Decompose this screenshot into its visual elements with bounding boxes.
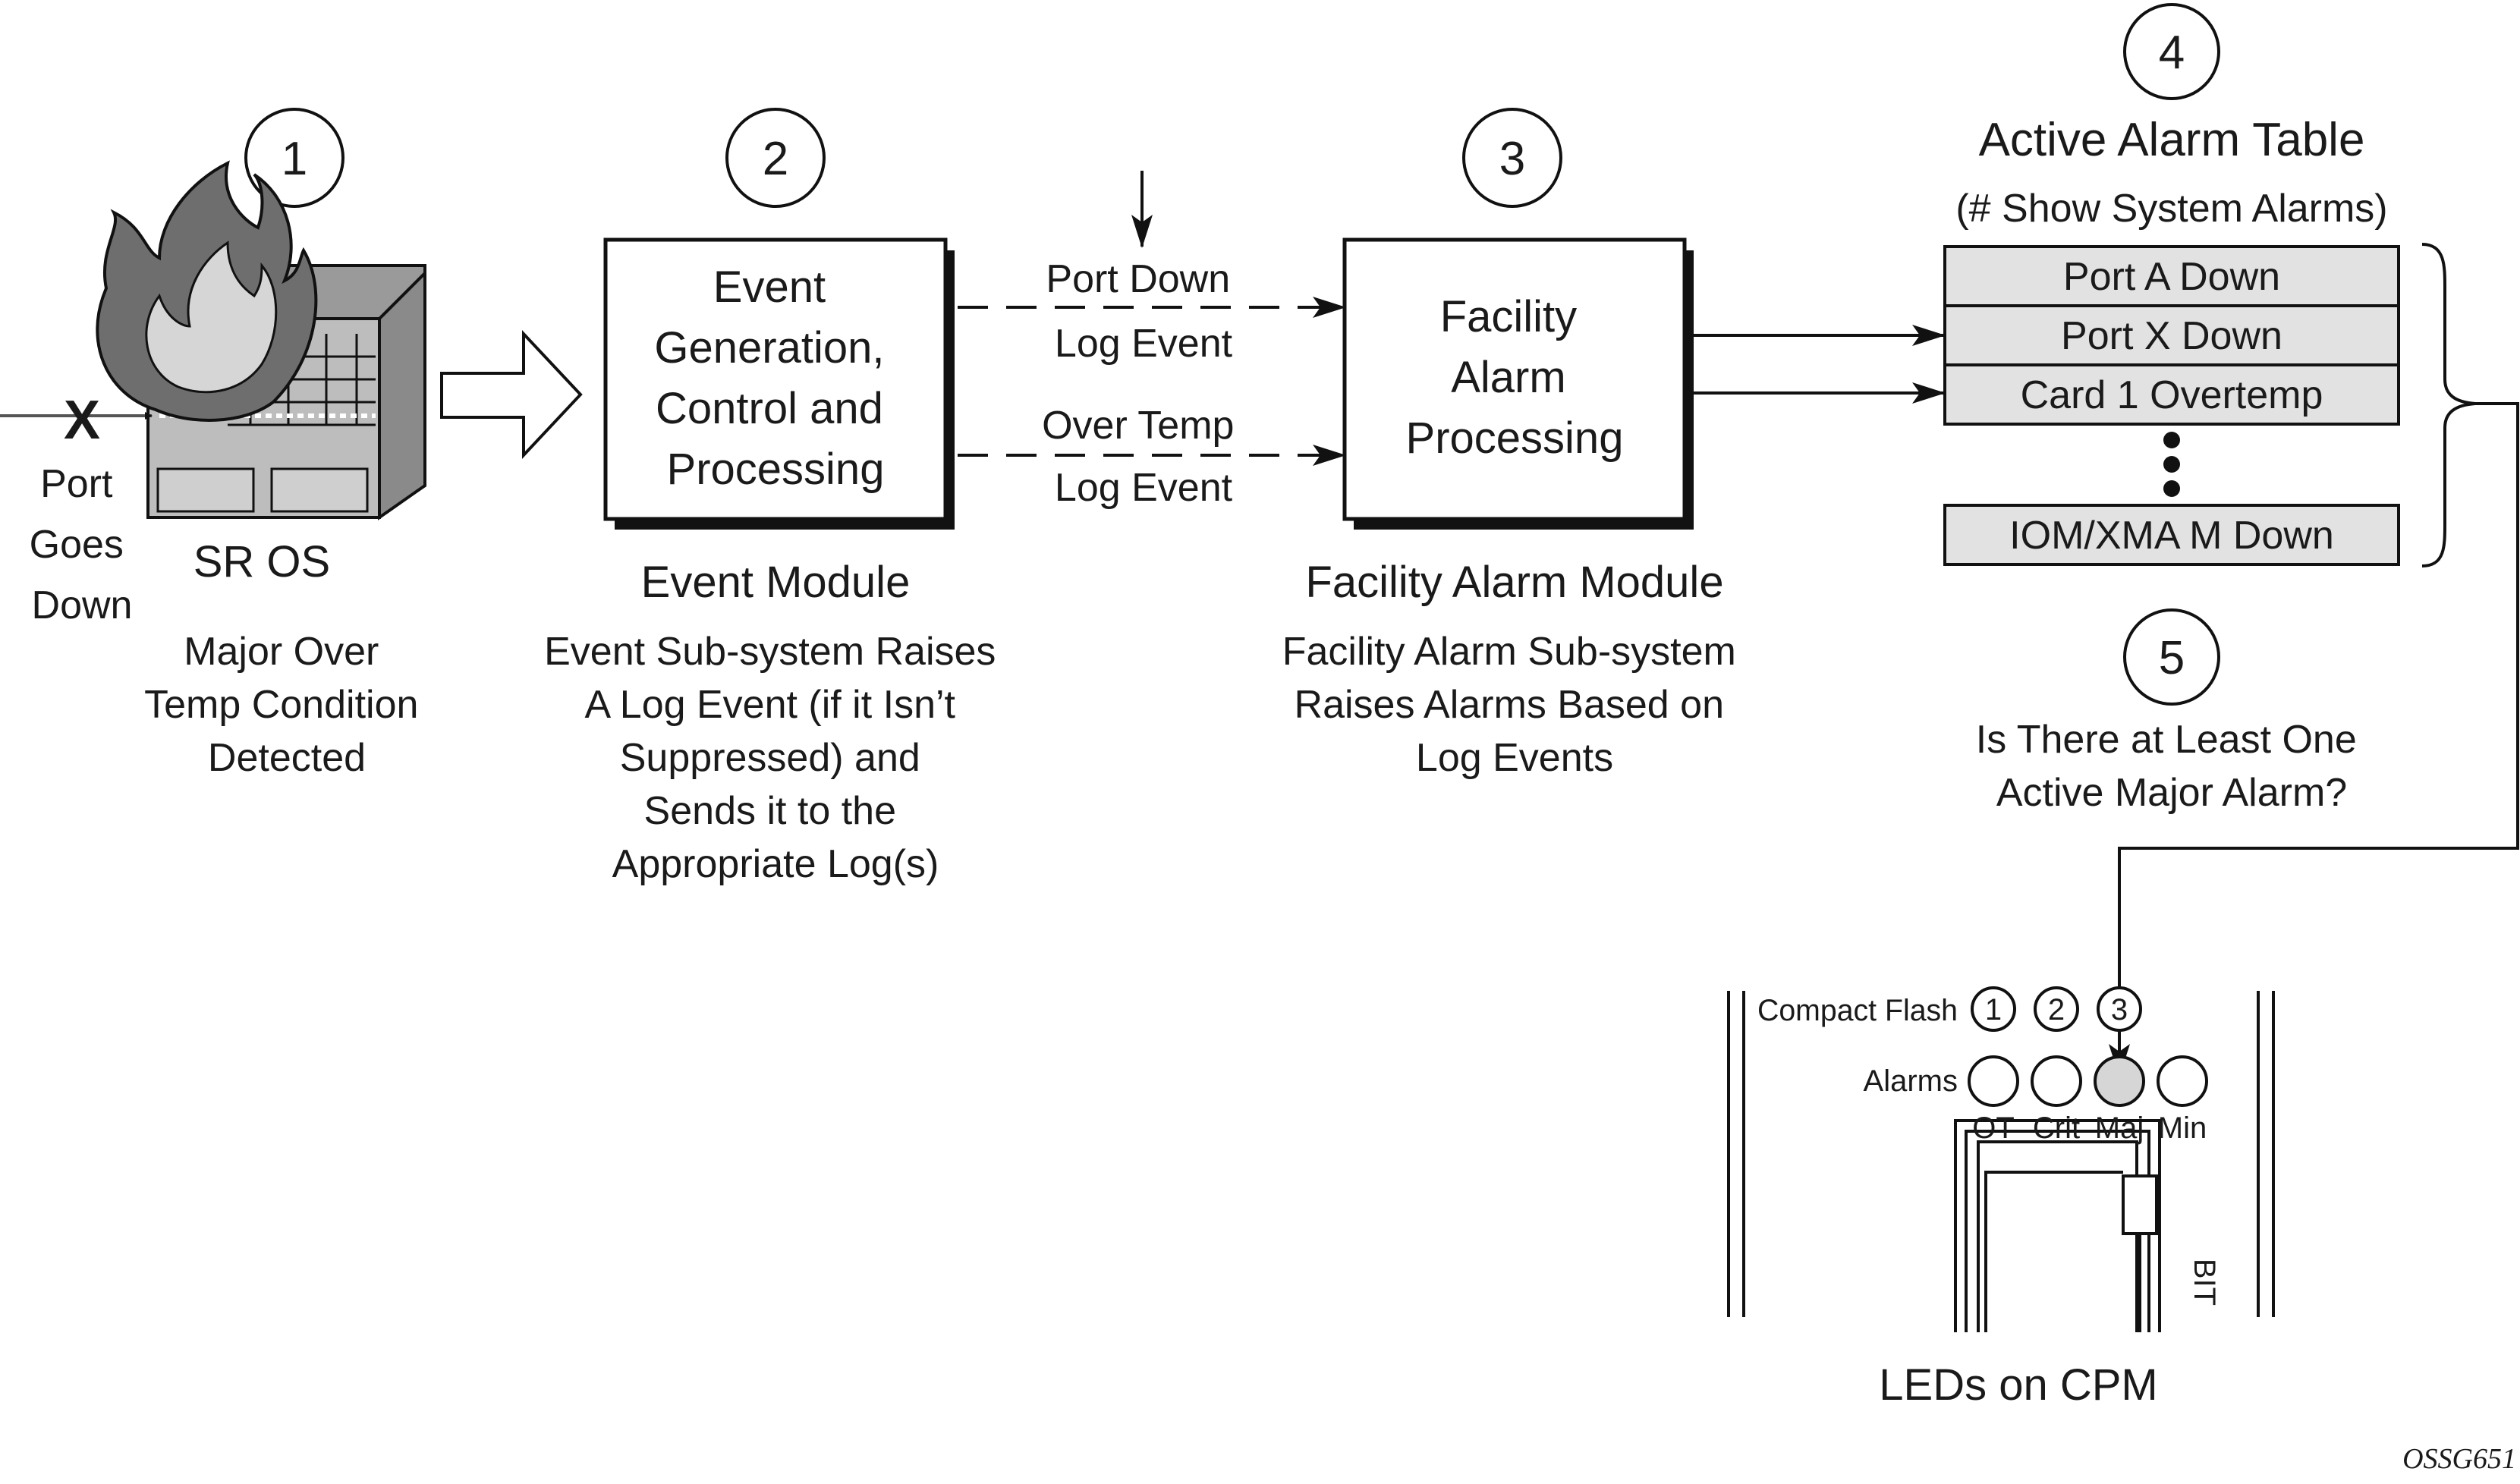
port-goes-down-label: Port Goes Down xyxy=(30,462,135,627)
led-label: OT xyxy=(1972,1111,2015,1145)
flash-slot-number: 1 xyxy=(1985,993,2002,1027)
alarm-row-text: Card 1 Overtemp xyxy=(2021,373,2323,417)
x-mark-icon: X xyxy=(64,390,100,451)
step-1-marker: 1 xyxy=(244,108,344,208)
step-2-marker: 2 xyxy=(725,108,826,208)
bit-label: BIT xyxy=(2188,1259,2221,1306)
major-alarm-connector xyxy=(2109,402,2519,1077)
alarm-row-text: Port X Down xyxy=(2061,314,2282,358)
alarm-row xyxy=(1943,363,2400,426)
flame-icon xyxy=(96,160,318,422)
facility-box-text: Facility Alarm Processing xyxy=(1406,292,1624,463)
flash-slot-number: 3 xyxy=(2111,993,2128,1027)
cpm-title: LEDs on CPM xyxy=(1879,1360,2157,1410)
alarm-table-brace xyxy=(2421,243,2476,568)
flow-arrow-icon xyxy=(440,329,583,460)
event-module-caption: Event Sub-system Raises A Log Event (if … xyxy=(544,630,1007,886)
facility-module-caption: Facility Alarm Sub-system Raises Alarms … xyxy=(1282,630,1748,780)
alarm-row xyxy=(1943,304,2400,366)
step-2-number: 2 xyxy=(763,133,788,185)
step-1-number: 1 xyxy=(282,133,307,185)
facility-module-title: Facility Alarm Module xyxy=(1305,558,1723,607)
led-label: Maj xyxy=(2095,1111,2144,1145)
compact-flash-label: Compact Flash xyxy=(1757,994,1958,1027)
alarm-row-text: IOM/XMA M Down xyxy=(2009,514,2334,558)
flash-slot-number: 2 xyxy=(2048,993,2065,1027)
led-maj: Maj xyxy=(2094,1055,2145,1145)
alarm-table-title: Active Alarm Table xyxy=(1979,114,2365,166)
bit-connector-icon xyxy=(2122,1174,2158,1235)
alarm-row xyxy=(1943,504,2400,566)
alarms-label: Alarms xyxy=(1864,1064,1958,1098)
sr-os-label: SR OS xyxy=(193,537,331,586)
port-down-log-label: Port Down Log Event xyxy=(1046,257,1241,366)
facility-alarm-box: Facility Alarm Processing xyxy=(1342,237,1694,530)
step-3-number: 3 xyxy=(1499,133,1525,185)
step-3-marker: 3 xyxy=(1462,108,1562,208)
step-5-marker: 5 xyxy=(2123,608,2220,706)
step-4-number: 4 xyxy=(2159,27,2185,79)
figure-id: OSSG651 xyxy=(2402,1443,2516,1475)
router-caption: Major Over Temp Condition Detected xyxy=(144,630,429,780)
major-alarm-question: Is There at Least One Active Major Alarm… xyxy=(1976,718,2367,815)
led-label: Crit xyxy=(2033,1111,2080,1145)
alarm-table: Port A Down Port X Down Card 1 Overtemp … xyxy=(1943,245,2400,566)
alarm-table-subtitle: (# Show System Alarms) xyxy=(1955,187,2387,231)
ellipsis-dots-icon xyxy=(2163,432,2180,497)
led-ot: OT xyxy=(1968,1055,2019,1145)
step-4-marker: 4 xyxy=(2123,3,2220,100)
alarm-row-text: Port A Down xyxy=(2063,255,2280,299)
compact-flash-slot: 2 xyxy=(2034,986,2079,1032)
led-label: Min xyxy=(2158,1111,2207,1145)
cpm-panel xyxy=(1727,991,2275,1332)
led-crit: Crit xyxy=(2031,1055,2082,1145)
port-down-link: X xyxy=(0,390,153,451)
event-generation-box: Event Generation, Control and Processing xyxy=(603,237,955,530)
alarm-row xyxy=(1943,245,2400,307)
event-module-title: Event Module xyxy=(641,558,911,607)
led-min: Min xyxy=(2157,1055,2208,1145)
compact-flash-slot: 3 xyxy=(2097,986,2142,1032)
step-5-number: 5 xyxy=(2159,632,2185,684)
compact-flash-slot: 1 xyxy=(1971,986,2016,1032)
event-box-text: Event Generation, Control and Processing xyxy=(654,263,896,494)
over-temp-log-label: Over Temp Log Event xyxy=(1042,404,1245,510)
